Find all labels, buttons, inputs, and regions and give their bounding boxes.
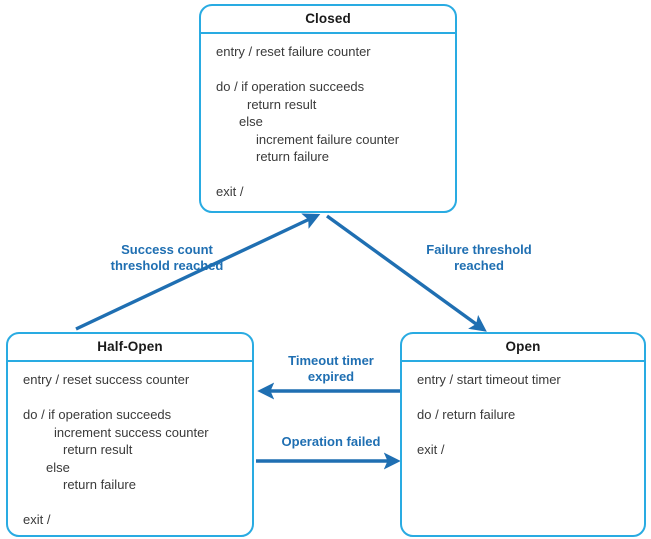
state-line: exit / — [417, 442, 445, 457]
state-body-open: entry / start timeout timer do / return … — [402, 362, 644, 459]
state-line: entry / reset success counter — [23, 372, 190, 387]
state-title-open: Open — [402, 334, 644, 362]
transition-label-failure-threshold-reached: Failure threshold reached — [426, 242, 532, 273]
state-line: return failure — [256, 149, 329, 164]
transition-label-timeout-timer-expired: Timeout timer expired — [288, 353, 374, 384]
state-line: return result — [247, 96, 317, 112]
state-line-spacer — [8, 494, 252, 512]
state-box-closed[interactable]: Closed entry / reset failure counter do … — [199, 4, 457, 213]
state-line: do / return failure — [417, 407, 516, 422]
state-line: entry / start timeout timer — [417, 372, 561, 387]
state-title-half-open: Half-Open — [8, 334, 252, 362]
state-box-open[interactable]: Open entry / start timeout timer do / re… — [400, 332, 646, 537]
state-line: do / if operation succeeds — [23, 407, 172, 422]
state-line: entry / reset failure counter — [216, 44, 371, 59]
state-line: exit / — [23, 512, 51, 527]
state-line: exit / — [216, 184, 244, 199]
state-line: return failure — [63, 477, 136, 492]
state-line-spacer — [402, 389, 644, 407]
state-line: else — [239, 114, 263, 129]
state-box-half-open[interactable]: Half-Open entry / reset success counter … — [6, 332, 254, 537]
state-body-half-open: entry / reset success counter do / if op… — [8, 362, 252, 529]
state-line-spacer — [201, 166, 455, 184]
state-line-spacer — [8, 389, 252, 407]
state-title-closed: Closed — [201, 6, 455, 34]
state-line: else — [46, 459, 70, 475]
transition-label-success-count-threshold-reached: Success count threshold reached — [110, 242, 224, 273]
state-line: do / if operation succeeds — [216, 79, 365, 94]
state-line-spacer — [201, 61, 455, 79]
state-line: return result — [63, 442, 133, 457]
transition-label-operation-failed: Operation failed — [281, 434, 381, 449]
state-line-spacer — [402, 424, 644, 442]
state-line: increment success counter — [54, 424, 209, 440]
state-body-closed: entry / reset failure counter do / if op… — [201, 34, 455, 201]
state-line: increment failure counter — [256, 131, 400, 147]
